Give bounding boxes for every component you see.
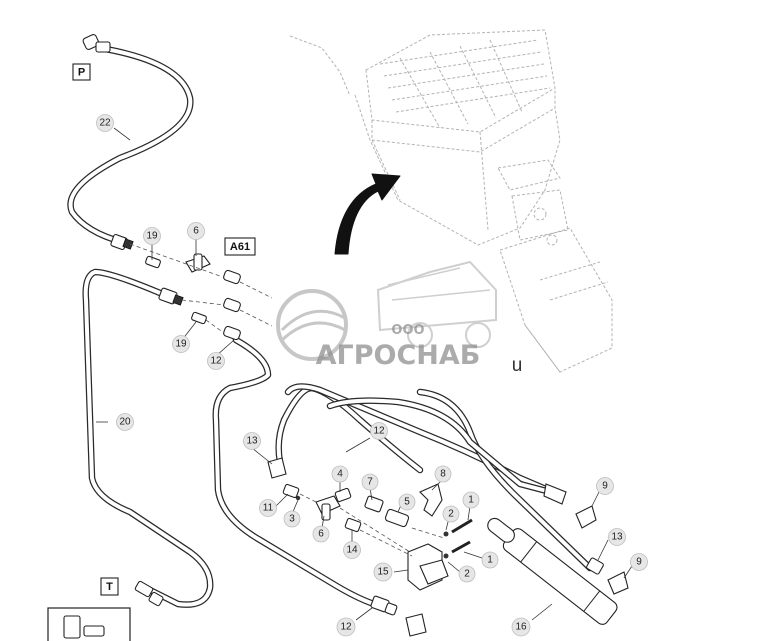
svg-text:A61: A61 (230, 241, 250, 253)
callout-2-lower: 2 (458, 565, 476, 583)
watermark-company-name: АГРОСНАБ (316, 340, 481, 371)
watermark (276, 260, 497, 361)
callout-11: 11 (259, 499, 277, 517)
svg-text:13: 13 (611, 532, 623, 543)
callout-19-upper: 19 (143, 227, 161, 245)
svg-text:16: 16 (515, 622, 527, 633)
svg-text:19: 19 (146, 231, 158, 242)
callout-2-upper: 2 (442, 505, 460, 523)
svg-text:20: 20 (119, 417, 131, 428)
svg-text:11: 11 (263, 503, 274, 514)
callout-19-lower: 19 (172, 335, 190, 353)
svg-text:1: 1 (468, 495, 474, 506)
svg-text:22: 22 (99, 118, 111, 129)
callout-12-lower: 12 (336, 617, 356, 637)
svg-text:7: 7 (367, 477, 373, 488)
hoses (67, 44, 594, 608)
svg-text:6: 6 (193, 226, 199, 237)
callout-1-upper: 1 (462, 491, 480, 509)
alignment-lines (129, 243, 445, 557)
svg-text:19: 19 (175, 339, 187, 350)
callout-1-lower: 1 (481, 551, 499, 569)
svg-text:5: 5 (404, 497, 410, 508)
callout-22: 22 (96, 114, 114, 132)
callout-12-upper: 12 (207, 352, 225, 370)
machine-outline-ghost (289, 29, 613, 373)
callout-15: 15 (373, 562, 393, 582)
callout-12-middle: 12 (370, 422, 388, 440)
svg-text:2: 2 (448, 509, 454, 520)
box-label-a61: A61 (224, 237, 256, 256)
svg-text:T: T (106, 581, 113, 593)
svg-text:15: 15 (377, 567, 389, 578)
svg-text:12: 12 (373, 426, 385, 437)
callout-5: 5 (398, 493, 416, 511)
callout-13-left: 13 (243, 432, 261, 450)
callout-3: 3 (283, 510, 301, 528)
watermark-company-prefix: ООО (391, 323, 424, 338)
svg-text:2: 2 (464, 569, 470, 580)
callout-16: 16 (511, 617, 531, 637)
svg-text:1: 1 (487, 555, 493, 566)
callout-7: 7 (361, 473, 379, 491)
callout-6-lower: 6 (312, 525, 330, 543)
box-label-t: T (100, 577, 119, 596)
callout-13-right: 13 (608, 528, 626, 546)
svg-text:13: 13 (246, 436, 258, 447)
callout-20: 20 (116, 413, 134, 431)
callout-14: 14 (343, 541, 361, 559)
callout-8: 8 (434, 465, 452, 483)
watermark-suffix: u (512, 355, 523, 376)
callout-9-upper: 9 (596, 477, 614, 495)
svg-text:12: 12 (340, 622, 352, 633)
svg-text:6: 6 (318, 529, 324, 540)
svg-text:9: 9 (636, 557, 642, 568)
svg-text:9: 9 (602, 481, 608, 492)
direction-arrow (334, 173, 401, 255)
fittings (47, 34, 629, 641)
box-label-p: P (72, 63, 91, 81)
callout-9-lower: 9 (630, 553, 648, 571)
callout-4: 4 (331, 465, 349, 483)
svg-text:8: 8 (440, 469, 446, 480)
svg-text:P: P (78, 67, 85, 79)
svg-text:3: 3 (289, 514, 295, 525)
svg-text:14: 14 (346, 545, 358, 556)
svg-text:12: 12 (210, 356, 222, 367)
callout-6-upper: 6 (187, 222, 205, 240)
svg-text:4: 4 (337, 469, 343, 480)
